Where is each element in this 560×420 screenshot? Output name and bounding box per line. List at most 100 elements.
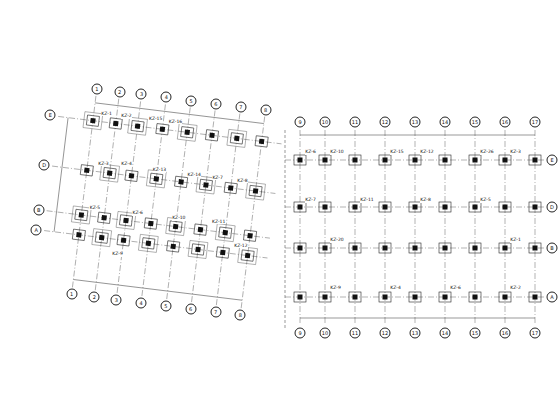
column-tag: KZ-6 xyxy=(450,286,461,291)
axis-label: E xyxy=(49,113,52,118)
column-tag: KZ-2 xyxy=(510,286,521,291)
axis-bubble: 3 xyxy=(136,89,147,100)
axis-bubble: 15 xyxy=(470,328,481,339)
axis-bubble: 9 xyxy=(295,117,306,128)
column-tag: KZ-26 xyxy=(480,150,494,155)
column-tag: KZ-3 xyxy=(510,150,521,155)
axis-bubble: 13 xyxy=(410,117,421,128)
axis-label: 17 xyxy=(532,331,538,336)
axis-label: 15 xyxy=(472,120,478,125)
axis-label: 2 xyxy=(93,295,96,300)
axis-label: 12 xyxy=(382,331,388,336)
axis-label: D xyxy=(550,205,554,210)
left-grid xyxy=(37,92,284,313)
axis-bubble: B xyxy=(547,243,558,254)
axis-label: 14 xyxy=(442,120,448,125)
axis-label: 14 xyxy=(442,331,448,336)
axis-label: A xyxy=(550,295,553,300)
axis-bubble: 4 xyxy=(136,297,147,308)
axis-label: 8 xyxy=(239,313,242,318)
axis-label: E xyxy=(550,158,553,163)
axis-label: B xyxy=(37,207,40,212)
axis-bubble: B xyxy=(33,204,44,215)
column-tag: KZ-11 xyxy=(212,220,226,225)
axis-bubble: D xyxy=(547,202,558,213)
axis-bubble: 11 xyxy=(350,117,361,128)
column-tag: KZ-1 xyxy=(101,112,112,117)
axis-label: 1 xyxy=(70,292,73,297)
axis-bubble: 13 xyxy=(410,328,421,339)
axis-label: D xyxy=(42,163,46,168)
axis-label: 9 xyxy=(298,120,301,125)
column-tag: KZ-13 xyxy=(153,168,167,173)
column-tag: KZ-20 xyxy=(330,238,344,243)
axis-bubble: 4 xyxy=(161,92,172,103)
axis-label: 5 xyxy=(164,303,167,308)
axis-label: 9 xyxy=(298,331,301,336)
axis-bubble: 1 xyxy=(91,83,102,94)
column-tag: KZ-15 xyxy=(390,150,404,155)
axis-bubble: 14 xyxy=(440,117,451,128)
axis-label: 2 xyxy=(118,89,121,94)
axis-label: 10 xyxy=(322,120,328,125)
column-tag: KZ-4 xyxy=(390,286,401,291)
axis-bubble: 7 xyxy=(210,307,221,318)
column-tag: KZ-6 xyxy=(305,150,316,155)
axis-label: 1 xyxy=(95,86,98,91)
axis-label: 15 xyxy=(472,331,478,336)
axis-bubble: 1 xyxy=(66,289,77,300)
axis-bubble: A xyxy=(31,224,42,235)
column-tag: KZ-8 xyxy=(237,179,248,184)
axis-bubble: 16 xyxy=(500,117,511,128)
axis-bubble: E xyxy=(45,110,56,121)
axis-label: 12 xyxy=(382,120,388,125)
column-tag: KZ-14 xyxy=(187,173,201,178)
column-tag: KZ-6 xyxy=(132,211,143,216)
axis-bubble: 10 xyxy=(320,328,331,339)
axis-label: B xyxy=(550,246,553,251)
column-tag: KZ-10 xyxy=(330,150,344,155)
axis-label: 8 xyxy=(264,107,267,112)
axis-bubble: 15 xyxy=(470,117,481,128)
column-tag: KZ-3 xyxy=(98,162,109,167)
column-tag: KZ-9 xyxy=(112,252,123,257)
axis-label: 10 xyxy=(322,331,328,336)
column-tag: KZ-5 xyxy=(480,198,491,203)
axis-bubble: 6 xyxy=(185,304,196,315)
axis-label: 4 xyxy=(139,300,142,305)
axis-bubble: 17 xyxy=(530,117,541,128)
axis-bubble: 2 xyxy=(89,292,100,303)
axis-label: A xyxy=(34,227,37,232)
axis-bubble: 11 xyxy=(350,328,361,339)
axis-label: 13 xyxy=(412,120,418,125)
column-tag: KZ-7 xyxy=(212,176,223,181)
column-tag: KZ-9 xyxy=(330,286,341,291)
axis-label: 4 xyxy=(165,95,168,100)
axis-bubble: 14 xyxy=(440,328,451,339)
axis-label: 6 xyxy=(214,101,217,106)
axis-bubble: 8 xyxy=(235,310,246,321)
column-tag: KZ-16 xyxy=(169,120,183,125)
axis-bubble: 9 xyxy=(295,328,306,339)
axis-bubble: 2 xyxy=(114,86,125,97)
axis-label: 16 xyxy=(502,331,508,336)
axis-label: 6 xyxy=(189,307,192,312)
axis-bubble: A xyxy=(547,292,558,303)
axis-bubble: 3 xyxy=(111,294,122,305)
axis-bubble: 16 xyxy=(500,328,511,339)
axis-bubble: 6 xyxy=(210,98,221,109)
column-tag: KZ-8 xyxy=(420,198,431,203)
column-tag: KZ-10 xyxy=(172,216,186,221)
axis-bubble: D xyxy=(39,160,50,171)
axis-bubble: 8 xyxy=(260,104,271,115)
column-tag: KZ-15 xyxy=(149,117,163,122)
column-tag: KZ-2 xyxy=(121,114,132,119)
axis-label: 5 xyxy=(190,98,193,103)
axis-label: 3 xyxy=(140,92,143,97)
column-tag: KZ-12 xyxy=(234,244,248,249)
axis-label: 13 xyxy=(412,331,418,336)
axis-label: 16 xyxy=(502,120,508,125)
axis-bubble: 7 xyxy=(235,101,246,112)
axis-bubble: 12 xyxy=(380,328,391,339)
